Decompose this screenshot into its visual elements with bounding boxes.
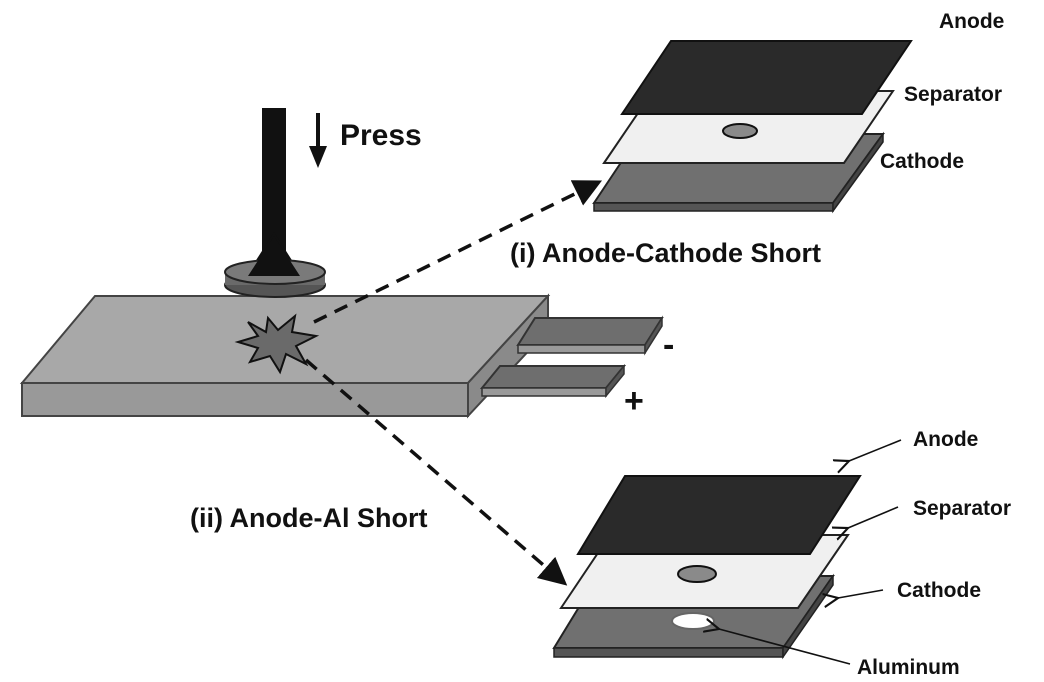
bottom-cathode-pointer	[838, 589, 884, 598]
bottom-layer-stack	[552, 475, 862, 660]
top-anode-label: Anode	[939, 10, 1004, 33]
positive-tab	[479, 363, 627, 399]
bottom-anode-label: Anode	[913, 428, 978, 451]
press-tool	[224, 108, 326, 298]
top-separator-label: Separator	[904, 83, 1002, 106]
minus-sign: -	[663, 326, 674, 364]
short-i-label: (i) Anode-Cathode Short	[510, 238, 821, 268]
plus-sign: +	[624, 382, 644, 420]
top-separator-hole	[722, 123, 758, 139]
top-anode-sheet	[620, 40, 913, 115]
bottom-separator-label: Separator	[913, 497, 1011, 520]
top-layer-stack	[592, 40, 913, 214]
top-cathode-label: Cathode	[880, 150, 964, 173]
short-ii-label: (ii) Anode-Al Short	[190, 503, 427, 533]
aluminum-spot	[671, 612, 715, 630]
bottom-anode-pointer	[849, 439, 902, 461]
cell-front-face	[21, 382, 469, 417]
bottom-cathode-label: Cathode	[897, 579, 981, 602]
aluminum-pointer	[719, 629, 851, 665]
bottom-aluminum-label: Aluminum	[857, 656, 960, 679]
bottom-separator-hole	[677, 565, 717, 583]
dashed-arrow-ii	[304, 358, 568, 586]
press-label: Press	[340, 119, 422, 152]
dashed-arrow-i	[313, 180, 603, 324]
press-arrow	[309, 113, 327, 168]
short-burst	[234, 313, 320, 375]
bottom-anode-sheet	[576, 475, 862, 555]
bottom-separator-pointer	[848, 506, 899, 528]
negative-tab	[516, 315, 664, 356]
